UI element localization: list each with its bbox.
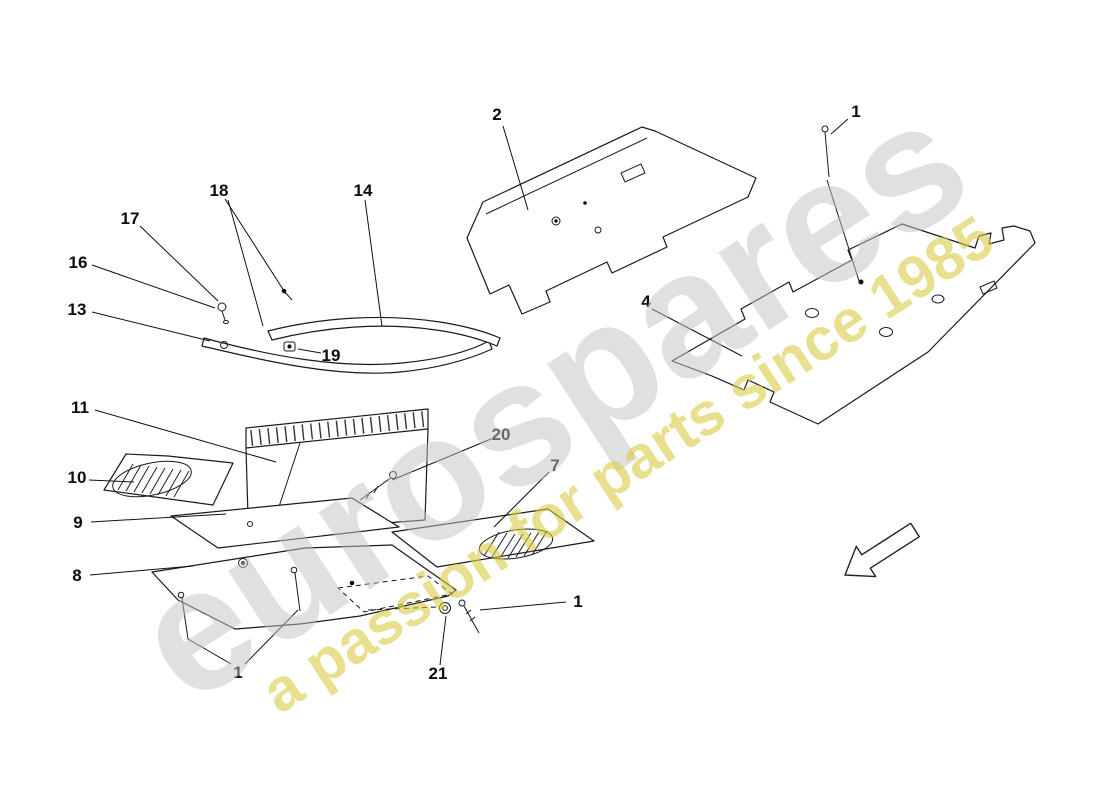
panel-8 xyxy=(151,544,457,630)
leader-20 xyxy=(391,438,492,481)
panel-10-grille-hatch xyxy=(117,463,190,498)
strip-13 xyxy=(201,337,493,374)
panel-2-hole-b xyxy=(594,226,602,234)
leader-4 xyxy=(651,308,743,357)
leader-8 xyxy=(89,565,194,576)
leader-19 xyxy=(297,348,322,354)
panel-7 xyxy=(391,508,595,568)
leader-11 xyxy=(94,409,277,463)
watermark-brand: eurospares xyxy=(102,62,1000,739)
pin-1c-thread-b xyxy=(469,616,476,622)
pin-1-top-shaft xyxy=(824,131,830,178)
callout-1-top: 1 xyxy=(851,102,860,121)
pin-1c-head-icon xyxy=(458,599,466,607)
panel-9-hole xyxy=(247,521,253,527)
callout-18: 18 xyxy=(210,181,229,200)
panel-2 xyxy=(466,126,757,315)
callout-21: 21 xyxy=(429,664,448,683)
screw-20-thread-b xyxy=(373,485,379,494)
leader-2 xyxy=(502,125,529,211)
fasteners-group xyxy=(177,125,861,640)
callout-8: 8 xyxy=(72,566,81,585)
grommet-21-inner xyxy=(442,605,448,611)
panel-7-grille-hatch xyxy=(483,530,548,559)
panel-4-hole-c xyxy=(931,294,945,304)
watermarks-group: eurospares a passion for parts since 198… xyxy=(102,62,1005,739)
callout-14: 14 xyxy=(354,181,373,200)
leader-9 xyxy=(90,513,227,523)
callout-16: 16 xyxy=(69,253,88,272)
pin-1-top-locator-line xyxy=(826,179,861,285)
leader-1-bottom-a xyxy=(187,638,232,665)
callout-19: 19 xyxy=(322,346,341,365)
callout-20: 20 xyxy=(492,425,511,444)
panel-2-fold-line xyxy=(485,137,648,215)
pin-1a-head-icon xyxy=(177,591,185,599)
leader-1-right xyxy=(479,601,567,611)
callout-2: 2 xyxy=(492,105,501,124)
callout-9: 9 xyxy=(73,513,82,532)
clip-16-base xyxy=(223,320,229,324)
panel-8-rivet xyxy=(241,561,245,565)
callout-1-bottom: 1 xyxy=(233,663,242,682)
panel-2-hole-a xyxy=(551,216,561,226)
leader-14 xyxy=(364,199,383,327)
panel-10-grille-outline xyxy=(112,460,192,498)
callout-17: 17 xyxy=(121,209,140,228)
leader-10 xyxy=(88,479,135,483)
screw-20-head-icon xyxy=(389,471,397,479)
panel-8-hidden-edges xyxy=(336,575,454,613)
screw-20-thread-a xyxy=(365,491,371,500)
panel-4-hole-b xyxy=(879,327,893,337)
panel-8-hidden-line xyxy=(367,606,437,611)
strip-14 xyxy=(267,316,501,347)
pin-1c-thread-a xyxy=(465,609,472,615)
callout-13: 13 xyxy=(68,300,87,319)
direction-arrow-icon xyxy=(844,522,920,578)
clip-16-stem xyxy=(221,310,226,321)
panel-2-rivet-b xyxy=(583,201,587,205)
strip-13-hole xyxy=(220,341,228,349)
panel-7-grille-outline xyxy=(478,528,554,560)
pin-1b-head-icon xyxy=(290,566,298,574)
leader-1-top xyxy=(830,118,849,135)
leader-17 xyxy=(139,225,219,302)
leader-21 xyxy=(439,615,447,666)
pin-1b-shaft xyxy=(294,572,301,612)
callout-7: 7 xyxy=(550,456,559,475)
grommet-21-icon xyxy=(439,602,451,614)
leader-18b xyxy=(227,199,264,327)
leader-7 xyxy=(493,471,550,528)
panel-8-hole xyxy=(238,558,248,568)
clip-16-head-icon xyxy=(217,302,227,312)
panel-4-hole-a xyxy=(805,308,819,318)
panel-2-rivet-a xyxy=(554,219,558,223)
callout-11: 11 xyxy=(71,398,89,417)
pin-1a-shaft xyxy=(181,597,189,640)
leader-18a xyxy=(224,198,287,295)
leader-16 xyxy=(91,264,216,309)
panel-8-dot xyxy=(349,580,355,586)
callouts-group: 2 1 18 14 17 16 13 4 19 11 20 7 10 9 8 1… xyxy=(68,102,861,683)
parts-group xyxy=(103,126,1036,630)
leader-lines-group xyxy=(88,118,849,666)
leader-1-bottom-b xyxy=(244,609,299,665)
panel-4 xyxy=(671,223,1036,425)
callout-10: 10 xyxy=(68,468,87,487)
panel-4-slot xyxy=(979,280,998,295)
callout-1-right: 1 xyxy=(573,592,582,611)
panel-9 xyxy=(170,497,400,549)
leader-13 xyxy=(91,311,211,342)
clip-19-dot xyxy=(287,344,292,349)
panel-2-slot xyxy=(620,163,646,183)
callout-4: 4 xyxy=(641,292,651,311)
